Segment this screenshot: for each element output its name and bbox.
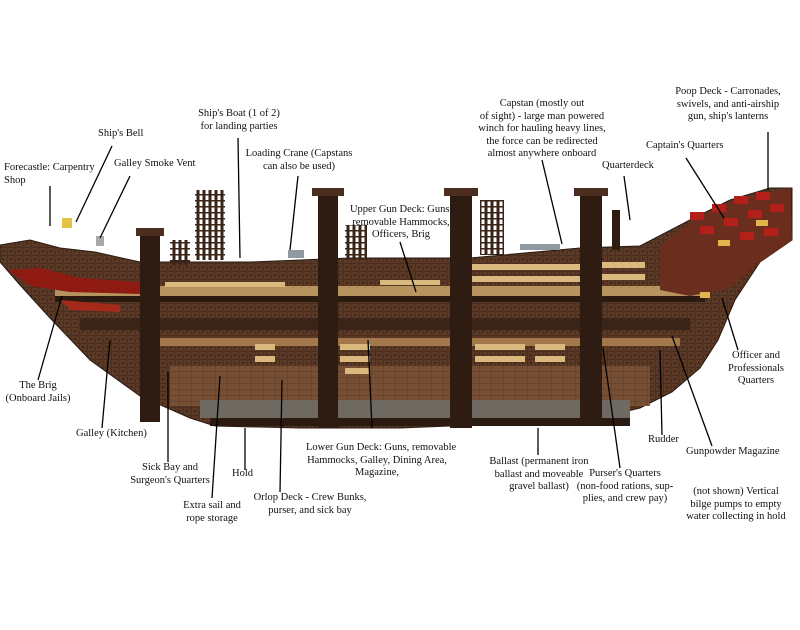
label-poop-deck: Poop Deck - Carronades, swivels, and ant… (675, 86, 781, 122)
label-extra-sail: Extra sail and rope storage (183, 500, 241, 524)
label-pursers: Purser's Quarters (non-food rations, sup… (576, 468, 674, 504)
rigging-1 (195, 190, 225, 260)
label-the-brig: The Brig (Onboard Jails) (5, 380, 71, 404)
cabin-windows (165, 262, 645, 374)
rigging-3 (170, 240, 190, 265)
bow-red-trim (8, 268, 140, 294)
label-gunpowder: Gunpowder Magazine (686, 446, 780, 457)
label-ships-bell: Ship's Bell (98, 128, 144, 139)
label-ships-boat: Ship's Boat (1 of 2) for landing parties (198, 108, 280, 132)
upper-deck-band (55, 286, 705, 296)
label-loading-crane: Loading Crane (Capstans can also be used… (245, 148, 353, 172)
ships-bell-block (62, 218, 72, 228)
label-captains-quarters: Captain's Quarters (646, 140, 724, 151)
capstan-rail (520, 244, 560, 250)
stern-gold-blocks (700, 220, 768, 298)
rigging-2 (480, 200, 504, 255)
label-rudder: Rudder (648, 434, 679, 445)
label-bilge: (not shown) Vertical bilge pumps to empt… (686, 486, 786, 522)
label-officer-quarters: Officer and Professionals Quarters (728, 350, 784, 386)
label-galley-vent: Galley Smoke Vent (114, 158, 196, 169)
orlop-band (170, 366, 650, 406)
label-galley: Galley (Kitchen) (76, 428, 147, 439)
stern-red-blocks (690, 192, 784, 240)
label-hold: Hold (232, 468, 253, 479)
upper-deck-shadow (55, 296, 705, 302)
label-sick-bay: Sick Bay and Surgeon's Quarters (130, 462, 210, 486)
crane-arm (288, 250, 304, 258)
label-quarterdeck: Quarterdeck (602, 160, 654, 171)
hold-band (200, 400, 630, 418)
label-forecastle: Forecastle: Carpentry Shop (4, 162, 95, 186)
masts (140, 192, 620, 428)
rigging-4 (345, 225, 367, 260)
label-ballast: Ballast (permanent iron ballast and move… (489, 456, 589, 492)
mast-caps (136, 188, 608, 236)
label-upper-gun-deck: Upper Gun Deck: Guns, removable Hammocks… (349, 204, 453, 240)
gunport-row (80, 318, 690, 330)
label-lower-gun-deck: Lower Gun Deck: Guns, removable Hammocks… (306, 442, 457, 478)
galley-vent-pipe (96, 236, 104, 246)
keel (210, 418, 630, 426)
label-capstan: Capstan (mostly out of sight) - large ma… (478, 98, 606, 159)
leader-lines (37, 132, 769, 499)
label-orlop: Orlop Deck - Crew Bunks, purser, and sic… (253, 492, 367, 516)
bow-red-trim-2 (60, 300, 120, 312)
lower-deck-band (140, 338, 680, 346)
